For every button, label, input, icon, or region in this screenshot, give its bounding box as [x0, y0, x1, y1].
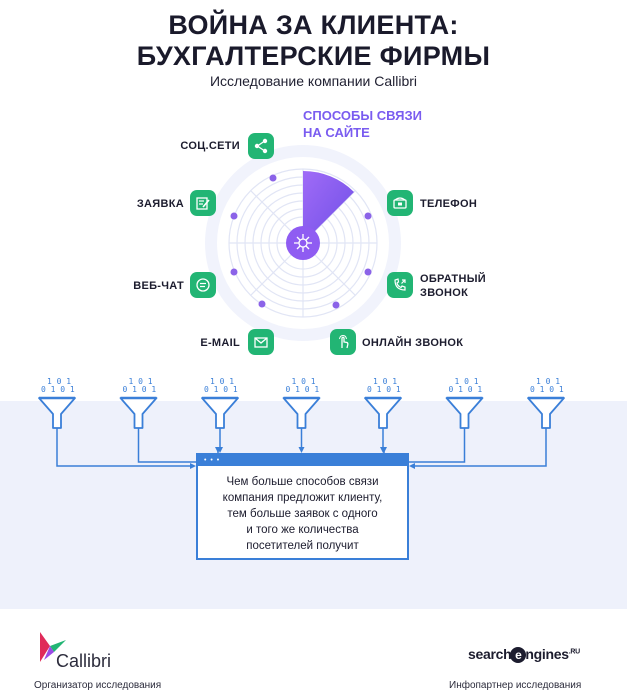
- binary-digits: 0 1 0 1: [530, 385, 564, 394]
- binary-digits: 1 0 1: [373, 377, 398, 386]
- funnel-icon: [527, 396, 565, 429]
- page-title: ВОЙНА ЗА КЛИЕНТА: БУХГАЛТЕРСКИЕ ФИРМЫ: [136, 10, 491, 71]
- funnel-icon: [201, 396, 239, 429]
- partner-label: Инфопартнер исследования: [449, 680, 582, 691]
- callback-icon: [387, 272, 413, 298]
- binary-digits: 0 1 0 1: [285, 385, 320, 394]
- message-window-bar: • • •: [198, 455, 407, 466]
- radar-active-sector: [303, 170, 354, 243]
- funnel-connector: [56, 428, 196, 469]
- tap-icon: [330, 329, 356, 355]
- binary-digits: 1 0 1: [454, 377, 479, 386]
- form-edit-icon: [190, 190, 216, 216]
- binary-digits: 0 1 0 1: [367, 385, 401, 394]
- binary-digits: 0 1 0 1: [41, 385, 75, 394]
- binary-digits: 1 0 1: [536, 377, 561, 386]
- binary-digits: 0 1 0 1: [122, 385, 157, 394]
- binary-digits: 1 0 1: [128, 377, 153, 386]
- funnel-icon: [282, 396, 321, 429]
- funnel-icon: [445, 396, 484, 429]
- funnel-connector: [409, 428, 547, 469]
- binary-digits: 1 0 1: [210, 377, 235, 386]
- funnel-icon: [38, 396, 76, 429]
- funnel-icon: [364, 396, 402, 429]
- organizer-name: Callibri: [56, 651, 112, 671]
- share-icon: [248, 133, 274, 159]
- funnel-icon: [119, 396, 158, 429]
- channel-label-online-call: ОНЛАЙН ЗВОНОК: [362, 337, 464, 349]
- channel-label-email: E-MAIL: [200, 337, 240, 349]
- radar-center-hub: [286, 226, 320, 260]
- binary-digits: 1 0 1: [291, 377, 316, 386]
- chat-icon: [190, 272, 216, 298]
- binary-digits: 0 1 0 1: [204, 385, 238, 394]
- envelope-icon: [248, 329, 274, 355]
- binary-digits: 1 0 1: [47, 377, 72, 386]
- channel-label-form: ЗАЯВКА: [136, 198, 184, 210]
- page-subtitle: Исследование компании Callibri: [209, 73, 418, 89]
- network-icon: [294, 234, 312, 252]
- message-text: Чем больше способов связи компания предл…: [222, 476, 383, 552]
- organizer-label: Организатор исследования: [34, 680, 162, 691]
- channel-label-callback: ОБРАТНЫЙ ЗВОНОК: [420, 273, 486, 299]
- channel-label-phone: ТЕЛЕФОН: [420, 198, 478, 210]
- globe-e-icon: e: [510, 647, 527, 664]
- message-box: • • • Чем больше способов связи компания…: [196, 453, 409, 560]
- funnel-connector: [298, 428, 305, 453]
- channel-label-social: СОЦ.СЕТИ: [180, 140, 240, 152]
- radar-title: СПОСОБЫ СВЯЗИ НА САЙТЕ: [303, 108, 422, 140]
- phone-icon: [387, 190, 413, 216]
- channel-label-webchat: ВЕБ-ЧАТ: [133, 280, 184, 292]
- binary-digits: 0 1 0 1: [448, 385, 483, 394]
- funnel-row: [38, 396, 565, 469]
- funnel-connector: [217, 428, 223, 453]
- callibri-bird-logo: [40, 632, 66, 662]
- window-dots: • • •: [204, 457, 221, 464]
- radar-dots: [230, 174, 372, 309]
